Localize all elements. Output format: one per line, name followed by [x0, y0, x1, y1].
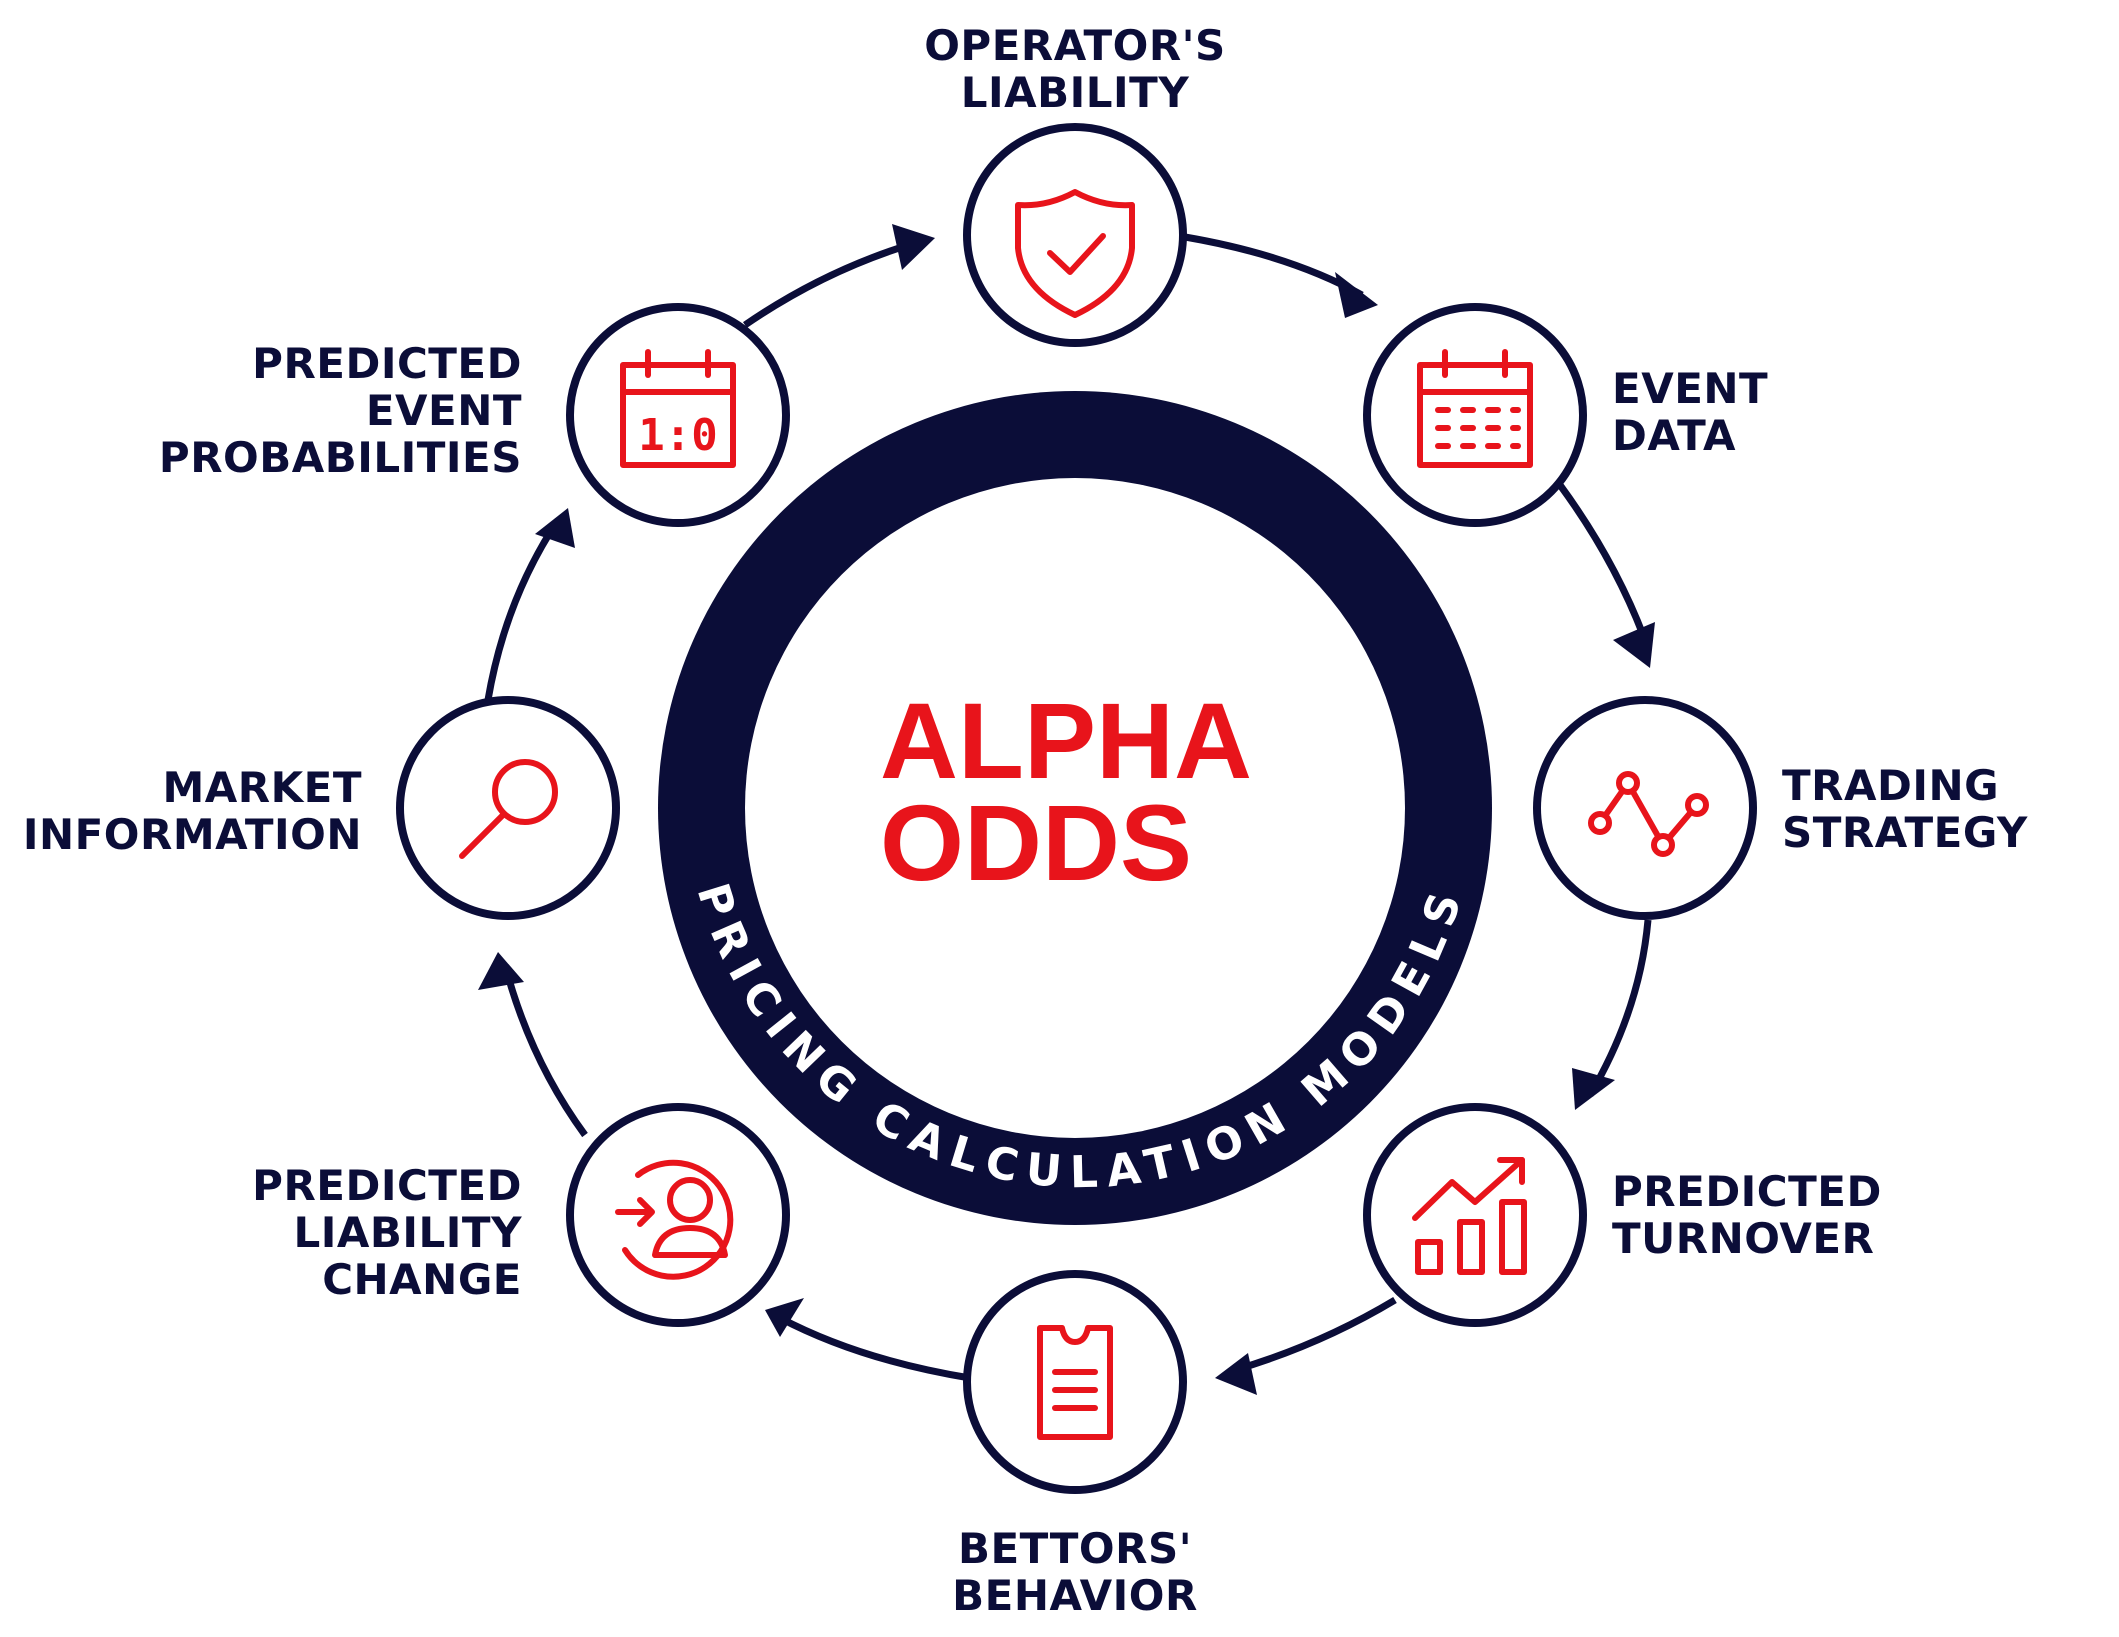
node-event-data [1363, 303, 1587, 527]
arrow-trading-to-turnover [1586, 919, 1652, 1097]
calendar-score-text: 1:0 [638, 410, 717, 461]
center-disc [745, 478, 1405, 1138]
arrowhead [1215, 1353, 1257, 1395]
label-event-data: EVENT DATA [1612, 364, 1769, 460]
bar-chart-up-icon [1412, 1157, 1527, 1275]
node-circles [396, 123, 1757, 1494]
arrowhead [1335, 272, 1378, 318]
arrow-heads [478, 224, 1655, 1395]
label-bettors-behavior: BETTORS' BEHAVIOR [952, 1524, 1198, 1620]
label-predicted-event-probabilities: PREDICTED EVENT PROBABILITIES [158, 339, 522, 482]
center-title: ALPHA ODDS [880, 680, 1252, 903]
node-predicted-event-probabilities [566, 303, 790, 527]
center-title-line1: ALPHA [880, 680, 1252, 801]
arrow-probabilities-to-operators [743, 239, 917, 328]
label-market-information: MARKET INFORMATION [22, 763, 362, 859]
node-bettors-behavior [963, 1270, 1187, 1494]
arrow-liability-to-market [501, 964, 588, 1138]
label-predicted-liability-change: PREDICTED LIABILITY CHANGE [252, 1161, 522, 1304]
magnifier-icon [459, 759, 558, 859]
center-title-line2: ODDS [880, 782, 1193, 903]
arrow-bettors-to-liability [778, 1314, 971, 1382]
arrowhead [892, 224, 935, 270]
label-predicted-turnover: PREDICTED TURNOVER [1612, 1167, 1882, 1263]
arrow-market-to-probabilities [484, 518, 561, 701]
calendar-grid-icon [1417, 349, 1533, 468]
calendar-score-icon [620, 349, 736, 468]
arrowhead [765, 1298, 804, 1337]
node-predicted-turnover [1363, 1103, 1587, 1327]
node-operators-liability [963, 123, 1187, 347]
line-graph-icon [1588, 771, 1709, 857]
arrow-turnover-to-bettors [1234, 1296, 1397, 1374]
shield-check-icon [1015, 189, 1135, 318]
arrowhead [478, 952, 524, 990]
arrow-event-data-to-trading [1557, 482, 1649, 642]
label-operators-liability: OPERATOR'S LIABILITY [924, 21, 1226, 117]
arrowhead [535, 508, 575, 548]
user-refresh-icon [615, 1159, 734, 1280]
receipt-icon [1037, 1325, 1113, 1440]
label-trading-strategy: TRADING STRATEGY [1782, 761, 2028, 857]
arrowhead [1572, 1068, 1615, 1110]
node-market-information [396, 696, 620, 920]
arrowhead [1613, 622, 1655, 668]
